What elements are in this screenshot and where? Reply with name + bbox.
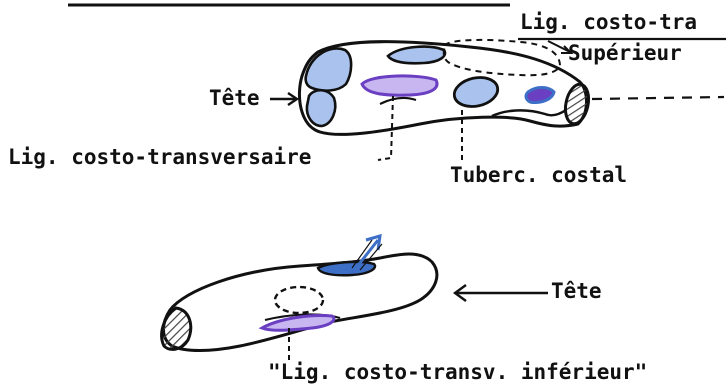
label-tete-bottom: Tête xyxy=(551,279,602,303)
shaft-continuation-dashes xyxy=(592,97,724,99)
lower-rib-figure xyxy=(162,236,437,351)
label-tuberc-costal: Tuberc. costal xyxy=(450,163,627,187)
superieur-arrow-stem xyxy=(548,41,570,52)
lower-rib-outline xyxy=(164,254,437,351)
label-superieur: Supérieur xyxy=(568,41,682,65)
lower-superior-insertion xyxy=(318,262,375,275)
costotransverse-ligament-insertion xyxy=(362,76,437,95)
label-lig-costo-transversaire: Lig. costo-transversaire xyxy=(8,145,311,169)
head-lower-facet xyxy=(307,90,335,126)
label-lig-costo-tra-partial: Lig. costo-tra xyxy=(520,10,697,34)
label-tete-top: Tête xyxy=(209,86,260,110)
label-lig-costo-transv-inferieur: "Lig. costo-transv. inférieur" xyxy=(268,360,647,384)
